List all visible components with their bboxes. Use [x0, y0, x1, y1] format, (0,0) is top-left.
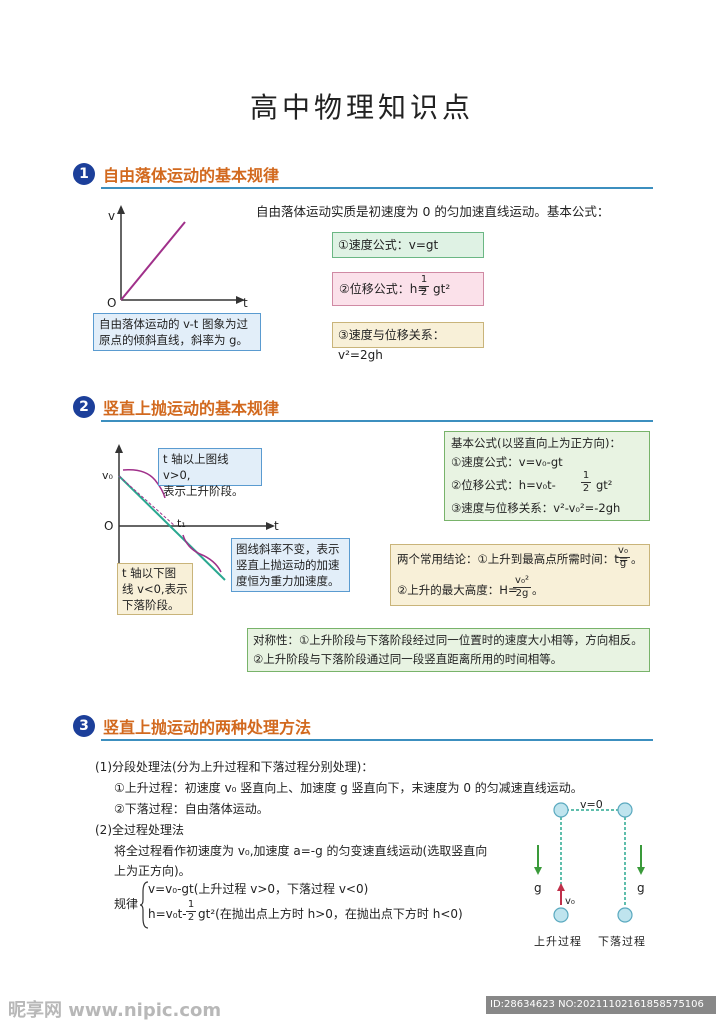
- free-fall-caption: 自由落体运动的 v-t 图象为过 原点的倾斜直线，斜率为 g。: [93, 313, 261, 351]
- diagram-rise-label: 上升过程: [534, 935, 582, 948]
- rule-velocity: v=v₀-gt(上升过程 v>0，下落过程 v<0): [148, 882, 369, 896]
- section-title: 自由落体运动的基本规律: [103, 166, 280, 185]
- v0-arrowhead: [557, 883, 565, 891]
- ball-bottom-left: [553, 907, 569, 923]
- basic-formulas-box: 基本公式(以竖直向上为正方向)： ①速度公式：v=v₀-gt ②位移公式：h=v…: [444, 431, 650, 521]
- section-3-header: 3 竖直上抛运动的两种处理方法: [73, 715, 653, 743]
- vt-line: [120, 221, 186, 301]
- ball-top-left: [553, 802, 569, 818]
- diagram-fall-label: 下落过程: [598, 935, 646, 948]
- section-number: 3: [73, 715, 95, 737]
- rule-displacement-prefix: h=v₀t-: [148, 907, 187, 921]
- vt-line: [118, 475, 226, 581]
- diagram-g-left: g: [534, 881, 542, 895]
- method-1-title: (1)分段处理法(分为上升过程和下落过程分别处理)：: [95, 760, 374, 774]
- motion-process-diagram: [534, 802, 645, 923]
- graph-v-label: v: [108, 209, 116, 223]
- formula-velocity-displacement: ③速度与位移关系：v²=2gh: [332, 322, 484, 362]
- graph-t1-label: t₁: [177, 517, 186, 530]
- t-axis-arrow: [266, 522, 275, 530]
- formula-velocity: ①速度公式：v=gt: [332, 232, 484, 258]
- method-2-desc: 将全过程看作初速度为 v₀,加速度 a=-g 的匀变速直线运动(选取竖直向: [114, 844, 488, 858]
- rule-brace: [140, 881, 149, 929]
- watermark-id: ID:28634623 NO:20211102161858575106: [486, 996, 716, 1014]
- section-divider: [101, 739, 653, 741]
- rule-displacement-suffix: gt²(在抛出点上方时 h>0，在抛出点下方时 h<0): [198, 907, 463, 921]
- section-title: 竖直上抛运动的两种处理方法: [103, 718, 312, 737]
- ball-bottom-right: [617, 907, 633, 923]
- graph-t-label: t: [274, 519, 279, 533]
- method-2-desc-cont: 上为正方向)。: [114, 864, 191, 878]
- g-arrowhead-left: [534, 867, 542, 875]
- ball-top-right: [617, 802, 633, 818]
- diagram-g-right: g: [637, 881, 645, 895]
- section-divider: [101, 187, 653, 189]
- graph-origin-label: O: [107, 296, 117, 310]
- annotation-below-axis: t 轴以下图 线 v<0,表示 下落阶段。: [117, 563, 193, 615]
- method-1-fall: ②下落过程：自由落体运动。: [114, 802, 269, 816]
- v-axis-arrow: [117, 205, 125, 214]
- section-number: 2: [73, 396, 95, 418]
- rule-label: 规律: [114, 897, 139, 911]
- upper-brace: [122, 468, 166, 499]
- symmetry-box: 对称性：①上升阶段与下落阶段经过同一位置时的速度大小相等，方向相反。 ②上升阶段…: [247, 628, 650, 672]
- annotation-above-axis: t 轴以上图线 v>0, 表示上升阶段。: [158, 448, 262, 498]
- section-title: 竖直上抛运动的基本规律: [103, 399, 280, 418]
- page-title: 高中物理知识点: [249, 91, 474, 124]
- free-fall-vt-graph: [117, 205, 245, 304]
- diagram-v-zero-label: v=0: [580, 798, 603, 811]
- v-axis-arrow: [115, 444, 123, 453]
- annotation-slope: 图线斜率不变，表示 竖直上抛运动的加速 度恒为重力加速度。: [231, 538, 350, 592]
- t-axis-arrow: [236, 296, 245, 304]
- graph-v0-label: v₀: [102, 469, 113, 482]
- method-2-title: (2)全过程处理法: [95, 823, 184, 837]
- free-fall-intro: 自由落体运动实质是初速度为 0 的匀加速直线运动。基本公式：: [256, 204, 610, 219]
- watermark-logo: 昵享网 www.nipic.com: [8, 1000, 222, 1021]
- graph-t-label: t: [243, 296, 248, 310]
- diagram-v0-label: v₀: [565, 896, 575, 907]
- method-1-rise: ①上升过程：初速度 v₀ 竖直向上、加速度 g 竖直向下，末速度为 0 的匀减速…: [114, 781, 583, 795]
- g-arrowhead-right: [637, 867, 645, 875]
- section-1-header: 1 自由落体运动的基本规律: [73, 163, 653, 191]
- graph-origin-label: O: [104, 519, 114, 533]
- section-number: 1: [73, 163, 95, 185]
- section-divider: [101, 420, 653, 422]
- section-2-header: 2 竖直上抛运动的基本规律: [73, 396, 653, 424]
- formula-displacement: ②位移公式：h= 1 2 gt²: [332, 272, 484, 306]
- conclusions-box: 两个常用结论：①上升到最高点所需时间：t= v₀ g 。 ②上升的最大高度：H=…: [390, 544, 650, 606]
- lower-brace: [182, 534, 222, 573]
- rule-fraction: 1 2: [186, 899, 196, 923]
- v0-dashed: [118, 475, 176, 527]
